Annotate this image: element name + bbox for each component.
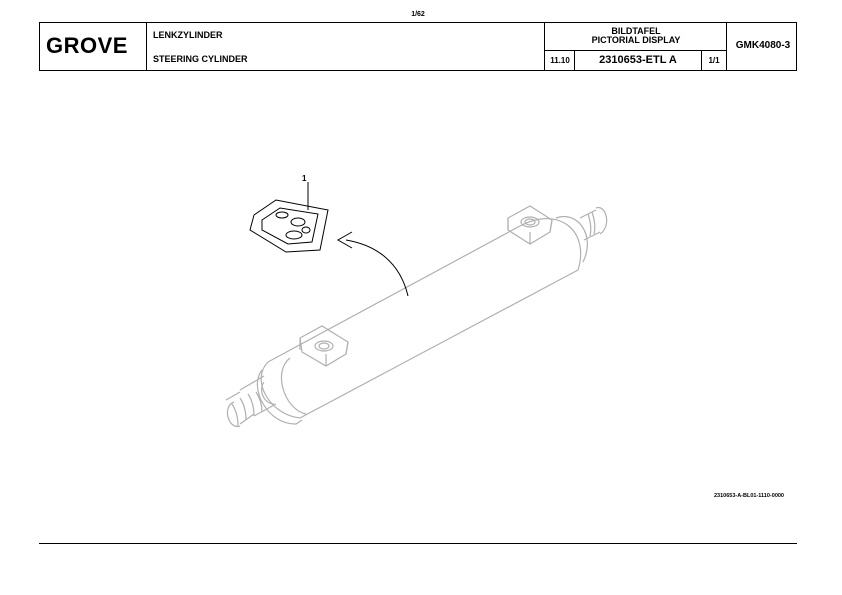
title-block-divider <box>146 23 147 70</box>
document-number: 2310653-ETL A <box>599 54 677 66</box>
display-label-german: BILDTAFEL <box>611 26 661 36</box>
title-block-divider <box>544 23 545 70</box>
title-german: LENKZYLINDER <box>153 30 223 40</box>
arrow-graphic <box>336 231 409 297</box>
bottom-rule <box>39 543 797 544</box>
page-number: 1/62 <box>411 11 425 18</box>
sheet-number: 1/1 <box>708 56 720 65</box>
callout-1-label: 1 <box>302 174 307 183</box>
cylinder-body-lines <box>225 205 608 427</box>
title-block: GROVE LENKZYLINDER STEERING CYLINDER BIL… <box>39 22 797 71</box>
drawing-reference: 2310653-A-BL01-1110-0000 <box>713 493 784 499</box>
grove-logo: GROVE <box>46 33 128 58</box>
title-block-divider <box>701 51 702 70</box>
seal-kit-graphic <box>249 182 329 253</box>
crane-model: GMK4080-3 <box>735 40 791 51</box>
title-block-divider <box>574 51 575 70</box>
title-english: STEERING CYLINDER <box>153 54 248 64</box>
title-block-divider <box>544 50 726 51</box>
display-label-english: PICTORIAL DISPLAY <box>591 35 681 45</box>
title-block-divider <box>726 23 727 70</box>
issue-date: 11.10 <box>550 56 570 65</box>
